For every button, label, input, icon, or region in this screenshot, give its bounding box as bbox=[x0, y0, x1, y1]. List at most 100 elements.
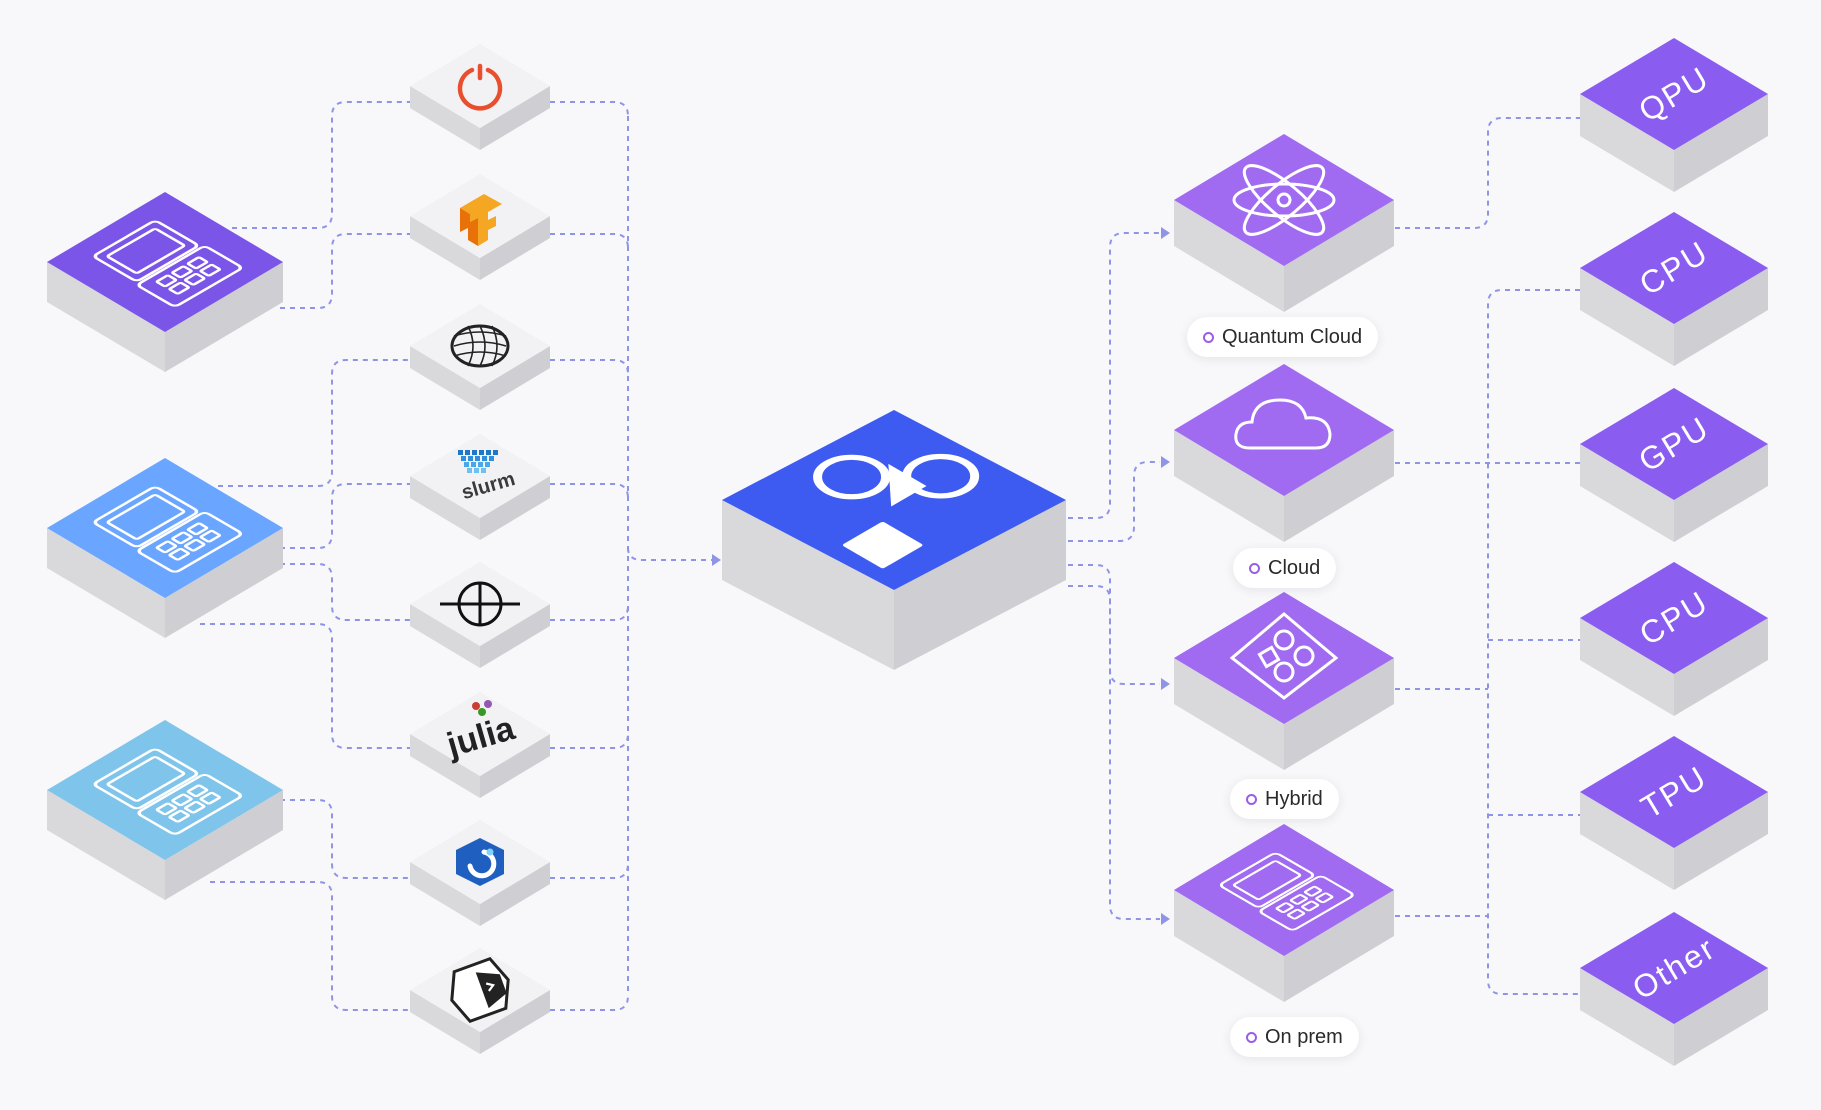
tile-top bbox=[1174, 824, 1394, 956]
deployment-label-on-prem: On prem bbox=[1230, 1017, 1359, 1057]
globe-line bbox=[453, 341, 507, 347]
tf-shape bbox=[460, 194, 502, 246]
tf-shade bbox=[460, 208, 478, 246]
atom-icon bbox=[1232, 164, 1336, 236]
bullet-dot-icon bbox=[1246, 793, 1257, 805]
tile-top bbox=[410, 44, 550, 128]
slurm-dot bbox=[461, 456, 466, 461]
tool-tile bbox=[410, 948, 550, 1054]
tile-top bbox=[1174, 364, 1394, 496]
connector-line bbox=[1068, 461, 1160, 542]
laptop-key bbox=[183, 272, 206, 286]
tile-side-right bbox=[894, 500, 1066, 670]
laptop-key bbox=[183, 538, 206, 552]
hybrid-circle bbox=[1273, 661, 1295, 683]
hardware-tile: TPU bbox=[1580, 736, 1768, 890]
slurm-dot bbox=[467, 468, 472, 473]
tile-side-right bbox=[480, 990, 550, 1054]
slurm-dot bbox=[458, 450, 463, 455]
deployment-label-text: Hybrid bbox=[1265, 787, 1323, 810]
power-arc bbox=[457, 67, 503, 111]
connector-line bbox=[550, 605, 629, 621]
tile-side-left bbox=[1580, 94, 1674, 192]
tile-side-left bbox=[410, 604, 480, 668]
laptop-key bbox=[168, 809, 190, 823]
hardware-tile: QPU bbox=[1580, 38, 1768, 192]
connector-line bbox=[200, 623, 412, 749]
arrow-head-icon bbox=[1161, 456, 1170, 468]
tile-side-right bbox=[480, 862, 550, 926]
tile-top bbox=[47, 192, 283, 332]
tile-top bbox=[47, 720, 283, 860]
laptop-screen bbox=[93, 748, 199, 810]
laptop-key bbox=[1286, 908, 1306, 920]
tile-top bbox=[1174, 134, 1394, 266]
slurm-dot bbox=[465, 450, 470, 455]
laptop-screen-inner bbox=[106, 494, 186, 540]
tile-side-left bbox=[1174, 430, 1284, 542]
tile-side-left bbox=[1580, 792, 1674, 890]
tile-side-left bbox=[410, 734, 480, 798]
nucleus bbox=[1276, 192, 1292, 208]
tile-top bbox=[1174, 592, 1394, 724]
orbit bbox=[1232, 182, 1336, 218]
shapes-logo-icon bbox=[813, 453, 980, 569]
connector-line bbox=[210, 881, 412, 1011]
center-tile bbox=[722, 410, 1066, 670]
tile-side-left bbox=[47, 790, 165, 900]
globe-sphere-icon bbox=[450, 324, 510, 368]
tile-side-right bbox=[480, 346, 550, 410]
tile-side-right bbox=[1284, 200, 1394, 312]
julia-dot-red bbox=[472, 702, 480, 710]
julia-dot-purple bbox=[484, 700, 492, 708]
laptop-key bbox=[155, 540, 178, 554]
tile-side-left bbox=[410, 476, 480, 540]
slurm-dot bbox=[482, 456, 487, 461]
hardware-tile: CPU bbox=[1580, 212, 1768, 366]
connector-layer bbox=[200, 101, 1580, 1011]
hybrid-circle bbox=[1273, 629, 1295, 651]
tile-side-left bbox=[1580, 968, 1674, 1066]
laptop-keyboard bbox=[1259, 875, 1354, 931]
globe-line bbox=[453, 351, 507, 357]
slurm-dot bbox=[493, 450, 498, 455]
tile-side-left bbox=[1174, 200, 1284, 312]
laptop-key bbox=[171, 265, 193, 279]
globe-line bbox=[467, 325, 474, 367]
bullet-dot-icon bbox=[1249, 562, 1260, 574]
connector-line bbox=[550, 359, 629, 375]
laptop-key bbox=[171, 793, 193, 807]
laptop-key bbox=[171, 531, 193, 545]
terminal-prompt bbox=[485, 982, 496, 992]
tile-side-left bbox=[1580, 444, 1674, 542]
arrow-head-icon bbox=[1161, 678, 1170, 690]
connector-line bbox=[218, 359, 412, 487]
slurm-dot bbox=[478, 462, 483, 467]
tensorflow-logo-icon bbox=[460, 194, 502, 246]
connector-line bbox=[550, 233, 629, 249]
laptop-key bbox=[1289, 894, 1309, 905]
tile-side-right bbox=[1284, 658, 1394, 770]
laptop-icon bbox=[93, 220, 243, 307]
tile-top bbox=[410, 434, 550, 518]
client-tile bbox=[47, 458, 283, 638]
laptop-screen-inner bbox=[106, 756, 186, 802]
deployment-tile bbox=[1174, 592, 1394, 770]
tool-tile: julia bbox=[410, 692, 550, 798]
laptop-key bbox=[155, 274, 178, 288]
deployment-label-text: On prem bbox=[1265, 1025, 1343, 1048]
laptop-screen-inner bbox=[1232, 860, 1302, 900]
arrow-head-icon bbox=[1161, 913, 1170, 925]
timer-power-icon bbox=[457, 63, 503, 111]
laptop-screen-inner bbox=[106, 228, 186, 274]
connector-line bbox=[627, 547, 712, 561]
julia-dot-green bbox=[478, 708, 486, 716]
tile-side-right bbox=[1674, 968, 1768, 1066]
tile-side-left bbox=[1174, 658, 1284, 770]
laptop-key bbox=[168, 547, 190, 561]
tile-top bbox=[1580, 912, 1768, 1024]
julia-logo-icon: julia bbox=[442, 700, 520, 765]
tile-side-left bbox=[722, 500, 894, 670]
